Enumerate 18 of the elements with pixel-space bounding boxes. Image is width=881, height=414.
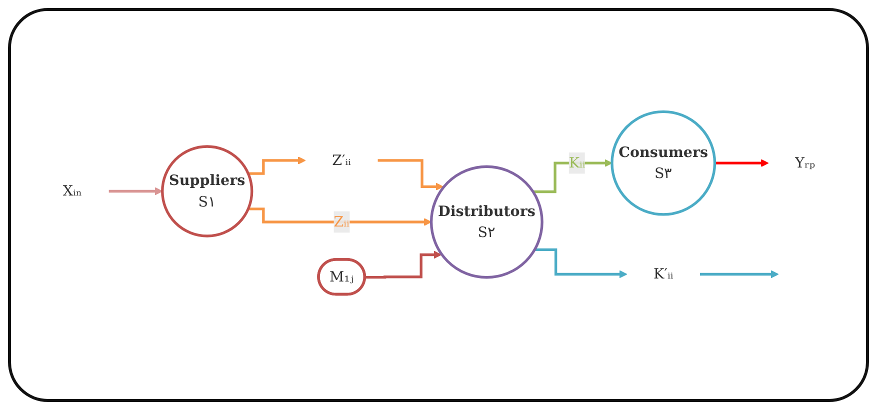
node-circle (429, 165, 543, 279)
node-text: Yᵣₚ (794, 154, 815, 172)
edge-label: Kᵢᵢ (568, 154, 585, 172)
arrow (532, 159, 612, 194)
node-text: K′ᵢᵢ (653, 265, 673, 282)
node-text: Xᵢₙ (62, 182, 82, 200)
node-circle (160, 145, 253, 238)
edge-label: Zᵢᵢ (333, 213, 349, 230)
node-circle (610, 110, 716, 216)
arrow (364, 250, 442, 279)
node-text: Z′ᵢᵢ (332, 152, 351, 168)
arrow (377, 159, 443, 191)
arrow (108, 187, 162, 196)
arrow (248, 156, 306, 175)
arrow (699, 270, 778, 278)
arrow (248, 208, 432, 226)
arrow (534, 248, 627, 278)
arrow (714, 159, 768, 167)
